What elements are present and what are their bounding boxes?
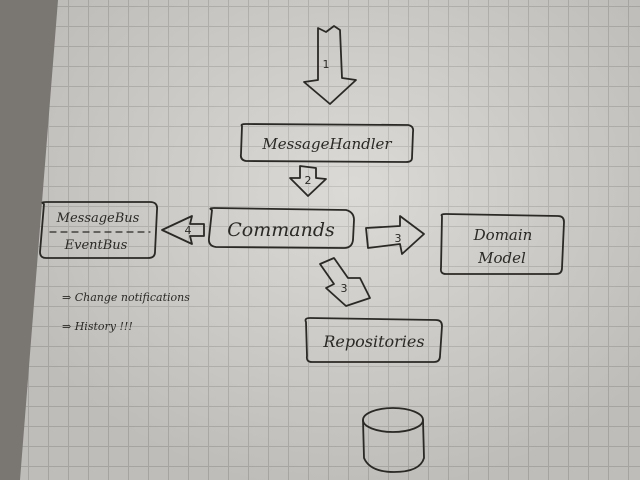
- commands-node: Commands: [207, 207, 355, 249]
- message-handler-node: MessageHandler: [239, 123, 415, 163]
- commands-to-domain-number: 3: [395, 232, 402, 245]
- commands-label: Commands: [227, 219, 335, 241]
- event-bus-label: EventBus: [64, 238, 128, 253]
- handler-to-commands-number: 2: [305, 174, 312, 187]
- bus-node: MessageBus EventBus: [39, 201, 159, 259]
- commands-to-bus-number: 4: [185, 224, 192, 237]
- commands-to-bus-arrow: 4: [161, 215, 205, 245]
- commands-to-domain-arrow: 3: [365, 215, 425, 255]
- note-change-notifications: ⇒ Change notifications: [62, 291, 190, 304]
- domain-model-node: Domain Model: [439, 213, 565, 275]
- repositories-label: Repositories: [322, 332, 424, 351]
- database-icon: [362, 407, 425, 473]
- domain-model-label-line2: Model: [477, 249, 526, 267]
- message-handler-label: MessageHandler: [261, 135, 392, 153]
- note-history: ⇒ History !!!: [62, 320, 133, 333]
- handler-to-commands-arrow: 2: [289, 165, 327, 197]
- entry-arrow-number: 1: [323, 58, 330, 71]
- repositories-node: Repositories: [304, 317, 443, 363]
- commands-to-repos-number: 3: [341, 282, 348, 295]
- domain-model-label-line1: Domain: [473, 226, 533, 244]
- commands-to-repos-arrow: 3: [319, 257, 371, 307]
- message-bus-label: MessageBus: [56, 211, 140, 226]
- entry-arrow: 1: [303, 25, 357, 105]
